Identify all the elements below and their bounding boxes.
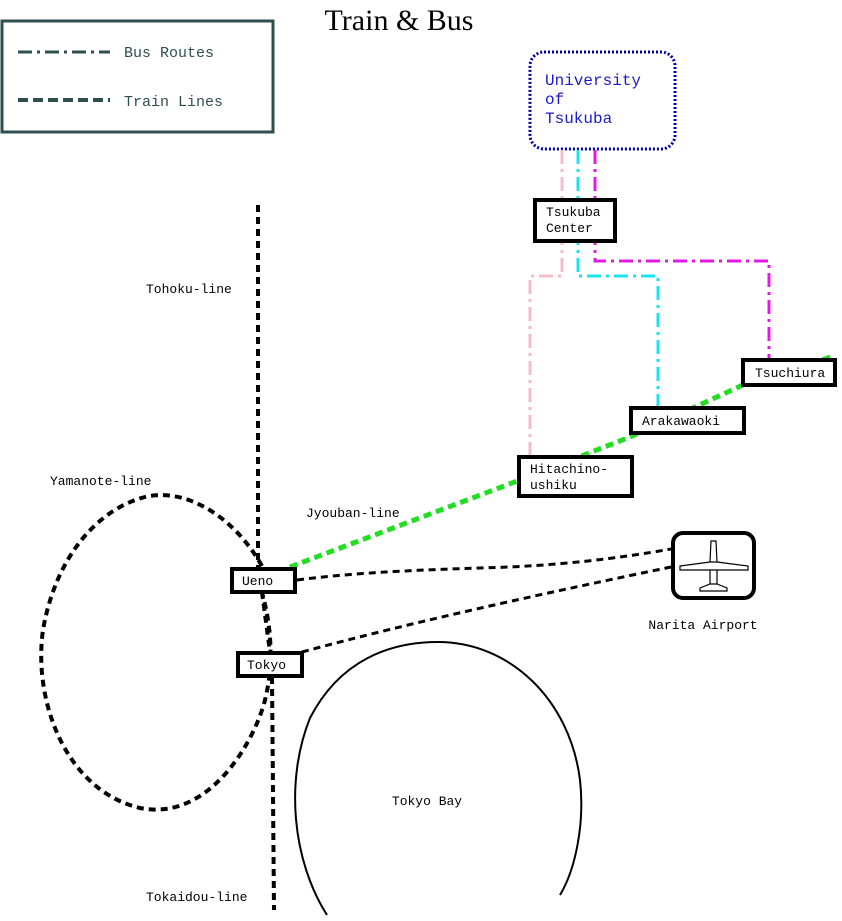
station-label: Tokyo [247, 658, 286, 673]
legend-train-label: Train Lines [124, 94, 223, 111]
university-label-line1: University [545, 72, 641, 90]
tokaidou-line-track [270, 676, 276, 911]
yamanote-line-label: Yamanote-line [50, 474, 151, 489]
legend-box [0, 19, 275, 134]
map-title: Train & Bus [325, 4, 474, 37]
narita-airport-label: Narita Airport [648, 618, 757, 633]
bus-route-pink [528, 150, 564, 456]
tokaidou-line-label: Tokaidou-line [146, 890, 247, 905]
station-box [517, 455, 634, 498]
station-label: Ueno [242, 574, 273, 589]
tokyo-narita-track [301, 565, 672, 654]
station-box [629, 406, 746, 435]
station-tokyo[interactable]: Tokyo [236, 651, 304, 678]
station-arakawaoki[interactable]: Arakawaoki [629, 406, 746, 435]
station-box [230, 567, 297, 594]
university-node[interactable]: University of Tsukuba [528, 50, 677, 151]
station-label: Arakawaoki [642, 414, 720, 429]
yamanote-line-track [39, 493, 273, 812]
ueno-narita-track [296, 547, 672, 582]
station-label-line1: Tsukuba [546, 205, 601, 220]
legend-bus-label: Bus Routes [124, 45, 214, 62]
bus-route-magenta [593, 150, 771, 358]
station-hitachino-ushiku[interactable]: Hitachino- ushiku [517, 455, 634, 498]
narita-airport[interactable]: Narita Airport [648, 531, 758, 633]
tohoku-line-label: Tohoku-line [146, 282, 232, 297]
station-box [236, 651, 304, 678]
university-label-line3: Tsukuba [545, 110, 613, 128]
station-label-line1: Hitachino- [530, 462, 608, 477]
station-label: Tsuchiura [755, 366, 825, 381]
station-box [741, 358, 837, 387]
university-box [528, 50, 677, 151]
station-label-line2: ushiku [530, 478, 577, 493]
station-tsuchiura[interactable]: Tsuchiura [741, 358, 837, 387]
bus-route-cyan [576, 150, 660, 407]
tokyo-bay-outline [294, 640, 583, 916]
station-box [533, 198, 617, 243]
station-label-line2: Center [546, 221, 593, 236]
jyouban-line-label: Jyouban-line [306, 506, 400, 521]
legend: Bus Routes Train Lines [0, 19, 275, 134]
airplane-icon [679, 540, 749, 592]
station-ueno[interactable]: Ueno [230, 567, 297, 594]
tokyo-bay-label: Tokyo Bay [392, 794, 462, 809]
station-tsukuba-center[interactable]: Tsukuba Center [533, 198, 617, 243]
university-label-line2: of [545, 91, 564, 109]
